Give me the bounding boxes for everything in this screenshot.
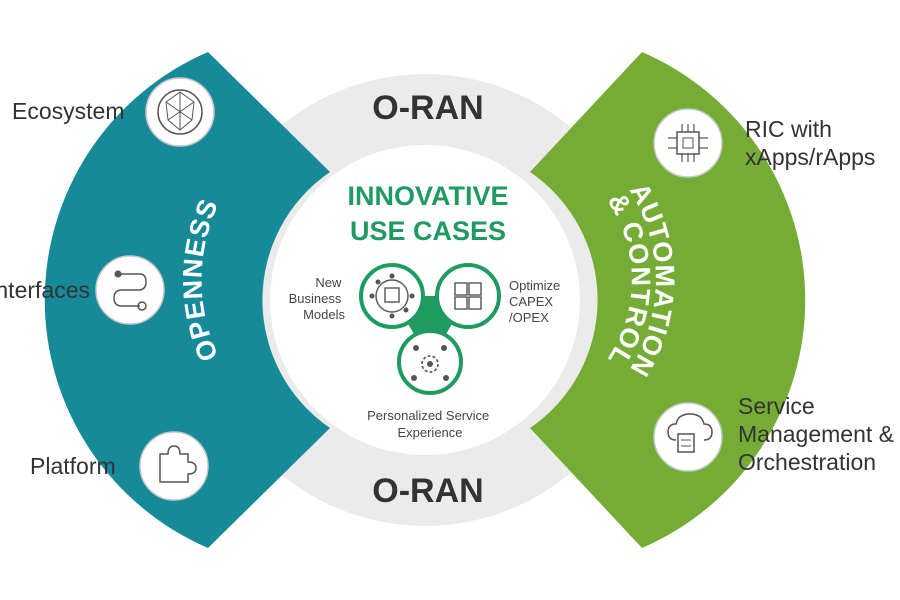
oran-top-label: O-RAN [372, 89, 483, 127]
cloud-server-icon [653, 402, 723, 472]
opt-line2: CAPEX [509, 294, 553, 309]
chip-icon [653, 108, 723, 178]
ecosystem-label: Ecosystem [12, 98, 125, 124]
optimize-capex-icon [435, 263, 501, 329]
ric-label-line1: RIC with [745, 116, 832, 142]
puzzle-icon [139, 431, 209, 501]
center-title-line1: INNOVATIVE [347, 181, 508, 211]
personalized-label: Personalized Service Experience [367, 408, 493, 440]
opt-line1: Optimize [509, 278, 560, 293]
interfaces-label: Interfaces [0, 277, 90, 303]
globe-mesh-icon [145, 77, 215, 147]
smo-line3: Orchestration [738, 449, 877, 475]
path-nodes-icon [95, 255, 165, 325]
business-models-icon [359, 263, 425, 329]
nbm-line3: Models [303, 307, 345, 322]
nbm-line2: Business [289, 291, 342, 306]
personalized-service-icon [397, 329, 463, 395]
ric-label-line2: xApps/rApps [745, 144, 876, 170]
oran-bottom-label: O-RAN [372, 472, 483, 510]
nbm-line1: New [315, 275, 342, 290]
center-title-line2: USE CASES [350, 216, 506, 246]
automation-band [530, 52, 806, 548]
ps-line2: Experience [397, 425, 462, 440]
service-management-label: Service Management & Orchestration [738, 392, 894, 476]
platform-label: Platform [30, 453, 116, 479]
smo-line1: Service [738, 393, 815, 419]
openness-band [44, 52, 331, 548]
opt-line3: /OPEX [509, 310, 549, 325]
optimize-label: Optimize CAPEX /OPEX [509, 278, 564, 325]
ric-label: RIC with xApps/rApps [745, 115, 875, 171]
new-business-models-label: New Business Models [289, 275, 346, 322]
smo-line2: Management & [738, 421, 894, 447]
ps-line1: Personalized Service [367, 408, 489, 423]
